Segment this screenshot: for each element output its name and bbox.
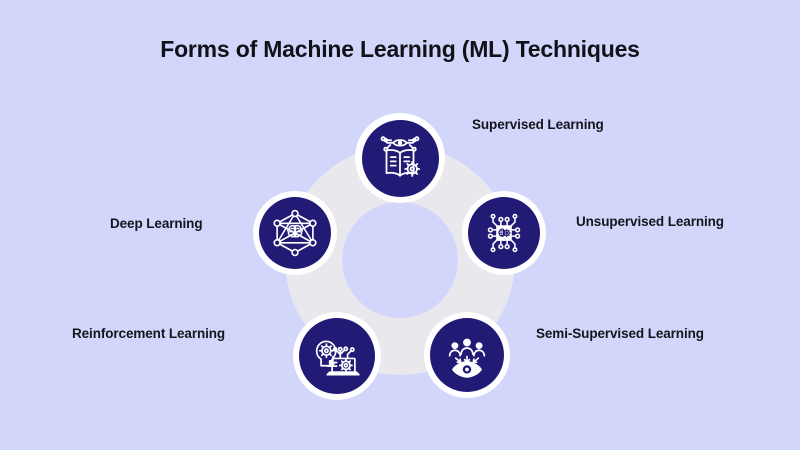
node-unsupervised-learning[interactable] <box>462 191 546 275</box>
node-deep-learning-disc <box>259 197 331 269</box>
label-deep-learning: Deep Learning <box>110 216 203 231</box>
node-deep-learning[interactable] <box>253 191 337 275</box>
open-book-eye-gear-icon <box>373 131 427 185</box>
node-unsupervised-learning-disc <box>468 197 540 269</box>
label-supervised-learning: Supervised Learning <box>472 117 604 132</box>
page-title: Forms of Machine Learning (ML) Technique… <box>160 36 640 62</box>
node-reinforcement-learning[interactable] <box>293 312 381 400</box>
hexagon-neural-network-brain-icon <box>269 207 321 259</box>
node-semi-supervised-learning-disc <box>430 318 504 392</box>
head-gear-laptop-icon <box>311 330 363 382</box>
ai-chip-brain-network-icon <box>479 208 529 258</box>
people-group-eye-icon <box>442 330 492 380</box>
node-supervised-learning[interactable] <box>355 113 445 203</box>
donut-ring-center <box>342 202 458 318</box>
node-supervised-learning-disc <box>361 119 439 197</box>
label-reinforcement-learning: Reinforcement Learning <box>72 326 226 341</box>
label-unsupervised-learning: Unsupervised Learning <box>576 214 724 229</box>
node-semi-supervised-learning[interactable] <box>424 312 510 398</box>
label-semi-supervised-learning: Semi-Supervised Learning <box>536 326 704 341</box>
node-reinforcement-learning-disc <box>299 318 375 394</box>
